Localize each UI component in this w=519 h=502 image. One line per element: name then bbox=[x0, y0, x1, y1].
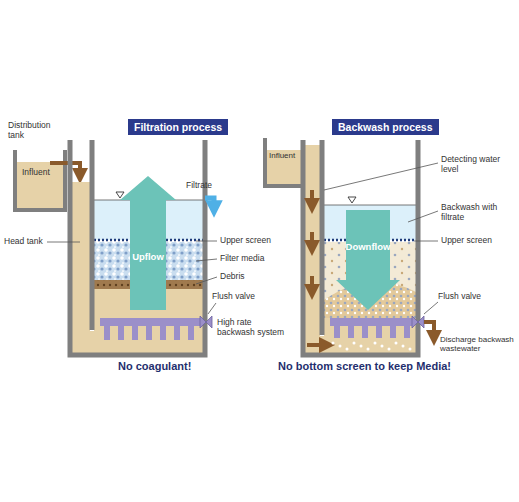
part-label: Upper screen bbox=[441, 236, 492, 246]
part-label: Filter media bbox=[220, 254, 264, 264]
part-label: Influent bbox=[269, 152, 295, 161]
part-label: Flush valve bbox=[438, 292, 481, 302]
caption-note: No coagulant! bbox=[118, 360, 191, 372]
flow-arrow: Downflow bbox=[336, 210, 400, 310]
part-label: Head tank bbox=[4, 237, 43, 247]
part-label: Debris bbox=[220, 272, 245, 282]
title-box: Filtration process bbox=[128, 119, 228, 135]
part-label: Discharge backwash wastewater bbox=[440, 336, 516, 354]
panel-title: Backwash process bbox=[338, 121, 433, 133]
flow-label: Upflow bbox=[132, 225, 164, 262]
part-label: Influent bbox=[22, 168, 50, 178]
arrow-fill bbox=[336, 210, 400, 310]
arrow-shape bbox=[120, 176, 176, 310]
part-label: Backwash with filtrate bbox=[441, 203, 503, 222]
panel-title: Filtration process bbox=[134, 121, 222, 133]
flow-arrow: Upflow bbox=[120, 176, 176, 310]
caption-note: No bottom screen to keep Media! bbox=[278, 360, 451, 372]
arrow-shape bbox=[336, 210, 400, 310]
part-label: Filtrate bbox=[186, 181, 212, 191]
part-label: Distribution tank bbox=[8, 121, 63, 140]
flow-label: Downflow bbox=[346, 241, 391, 280]
part-label: Detecting water level bbox=[441, 155, 501, 174]
part-label: Flush valve bbox=[212, 292, 255, 302]
title-box: Backwash process bbox=[332, 119, 439, 135]
arrow-fill bbox=[120, 176, 176, 310]
part-label: High rate backwash system bbox=[217, 318, 289, 337]
part-label: Upper screen bbox=[220, 236, 271, 246]
